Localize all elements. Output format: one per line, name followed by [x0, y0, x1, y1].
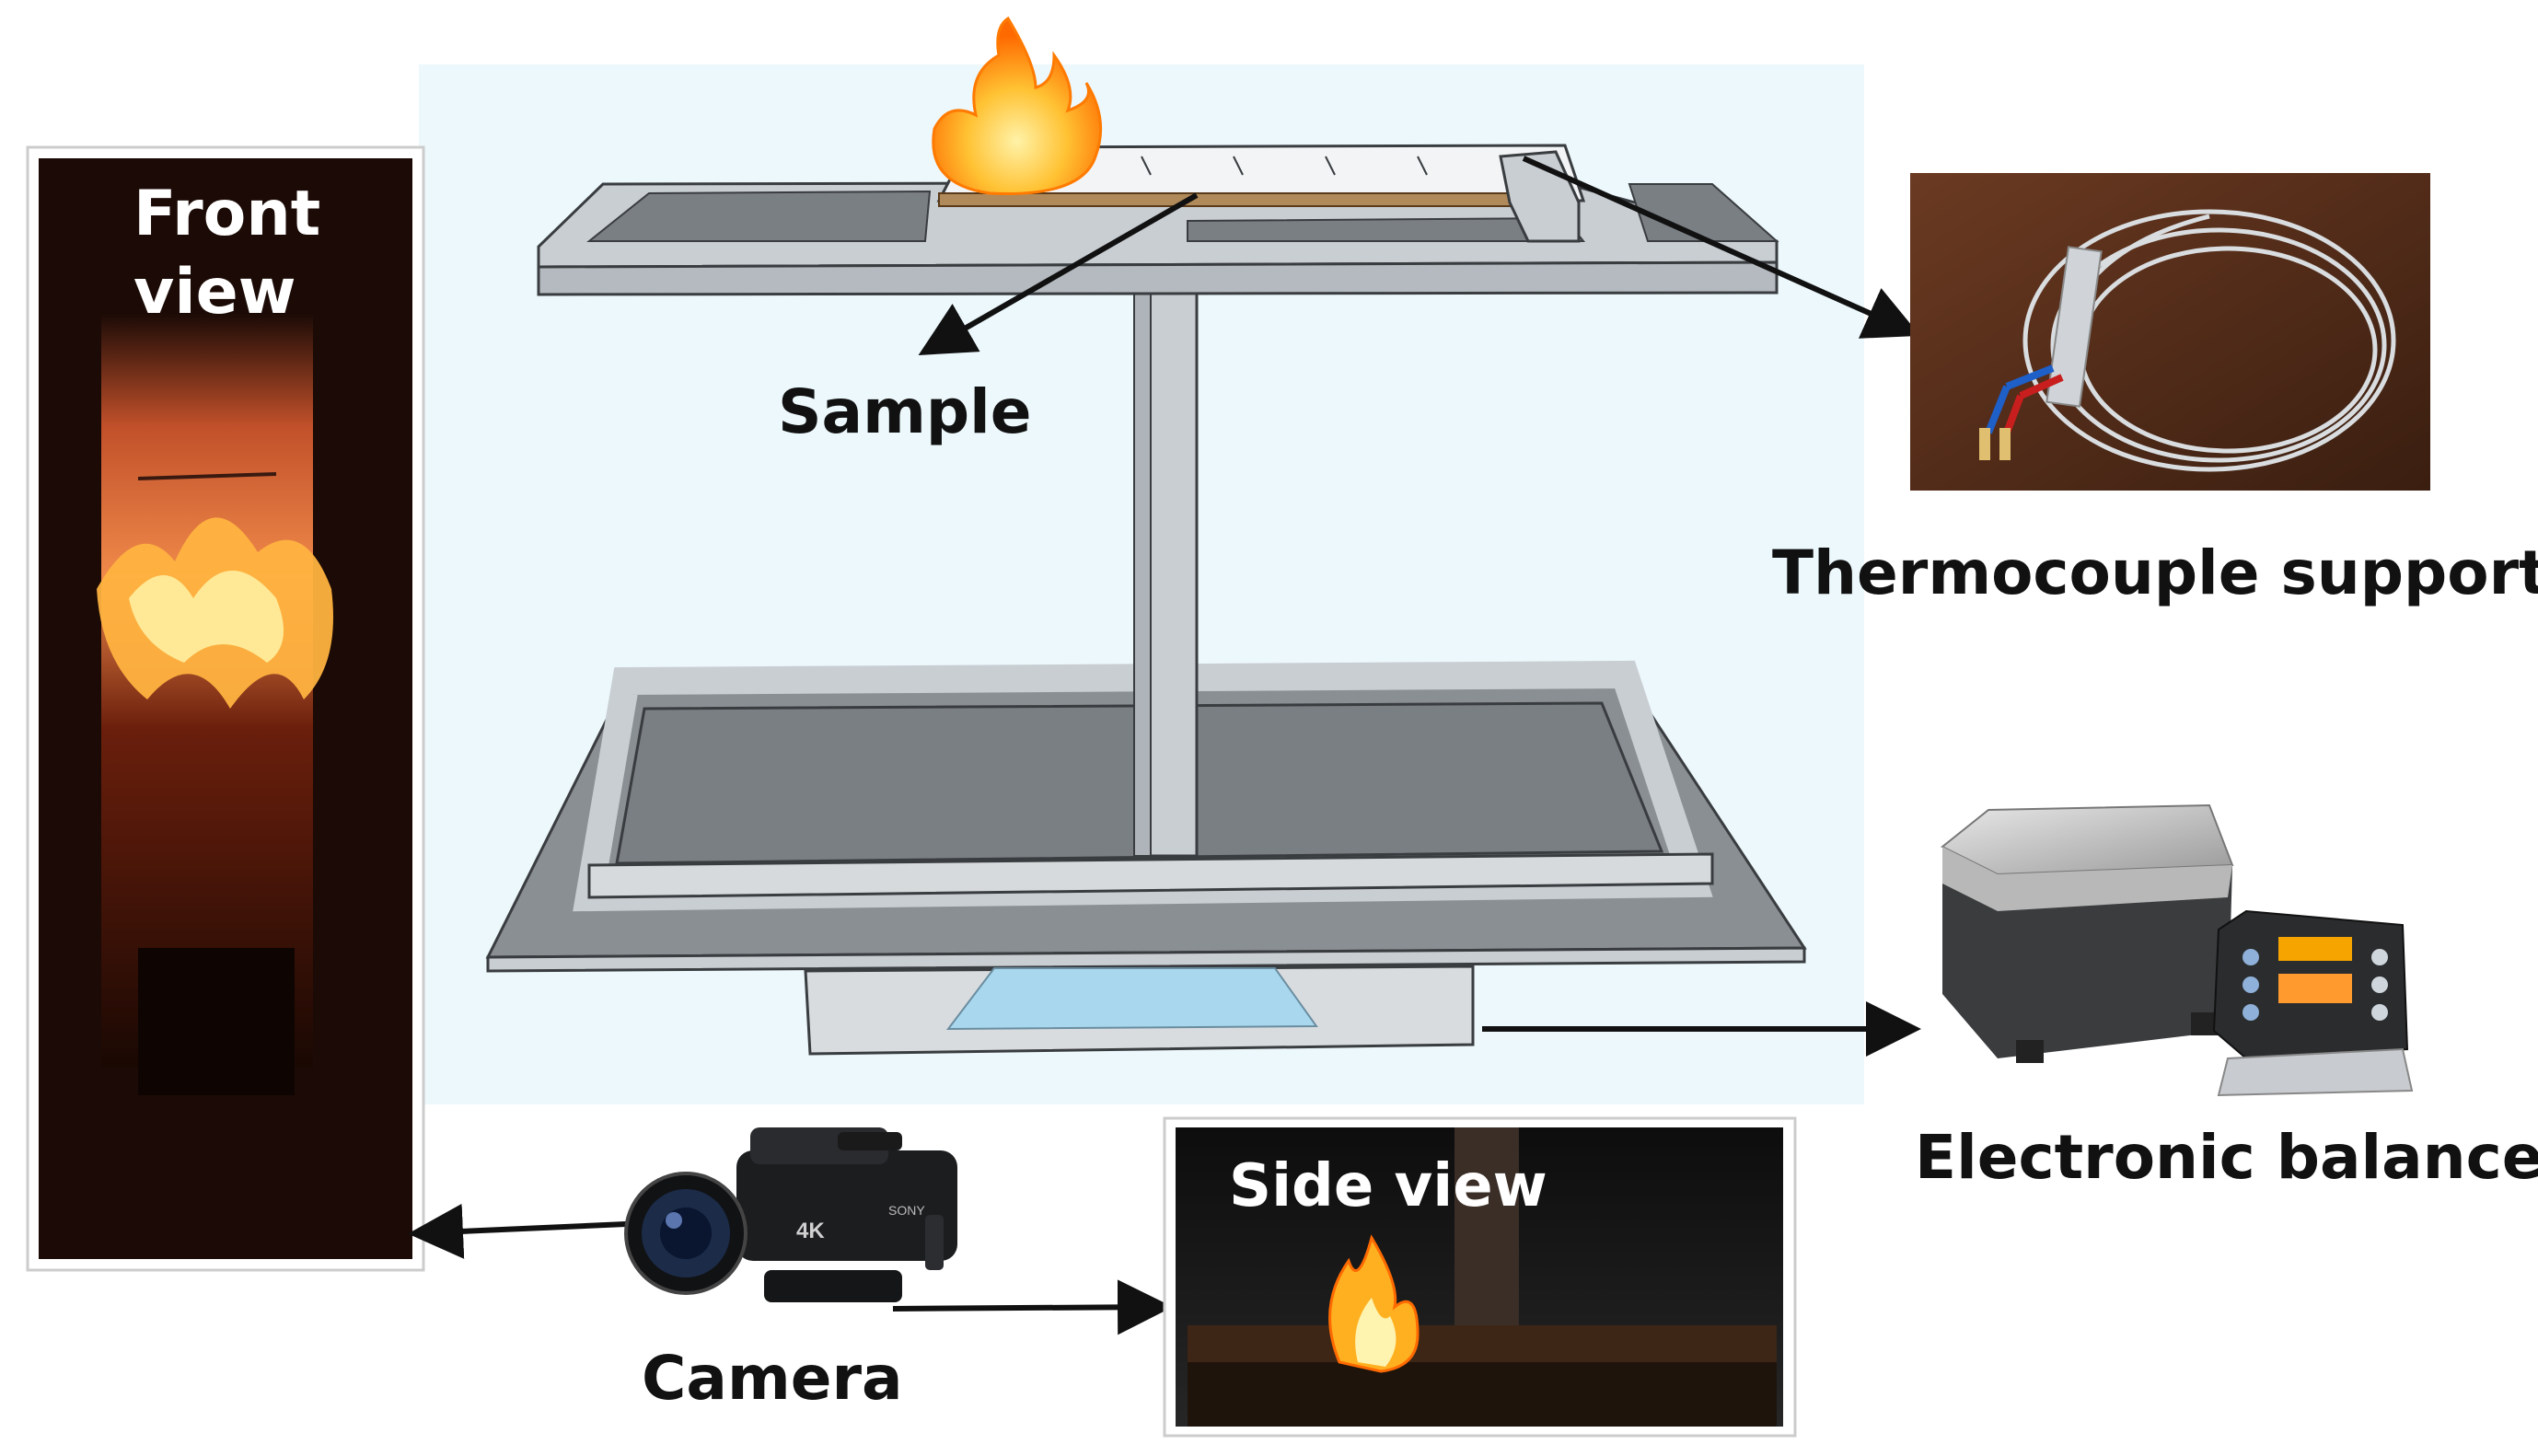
front-view-photo: Front view	[26, 145, 425, 1272]
front-view-label-line1: Front	[133, 178, 320, 250]
camcorder-icon: 4K SONY	[624, 1127, 957, 1302]
thermocouple-photo	[1910, 173, 2430, 491]
bottom-plate-edge	[486, 946, 1806, 973]
camera-label: Camera	[642, 1343, 903, 1414]
camera-front-arrow	[408, 1203, 627, 1259]
camera-brand-text: SONY	[888, 1203, 925, 1218]
camera-model-text: 4K	[796, 1219, 825, 1243]
sample-strip	[938, 192, 1538, 207]
balance-photo	[1941, 803, 2414, 1097]
side-view-label: Side view	[1229, 1152, 1547, 1220]
side-view-photo: Side view	[1163, 1116, 1797, 1438]
thermocouple-support-label: Thermocouple support	[1772, 537, 2538, 608]
camera-side-arrow	[892, 1279, 1173, 1335]
thermocouple-arrow	[1522, 156, 1920, 339]
water-tray	[945, 967, 1318, 1031]
flame-icon	[932, 16, 1103, 195]
arrows	[408, 156, 1921, 1335]
sample-arrow	[918, 192, 1199, 355]
support-post	[1144, 283, 1199, 858]
front-view-label-line2: view	[133, 256, 296, 329]
sample-label: Sample	[778, 376, 1031, 447]
test-apparatus	[485, 16, 1807, 1056]
electronic-balance-label: Electronic balance	[1915, 1122, 2538, 1193]
